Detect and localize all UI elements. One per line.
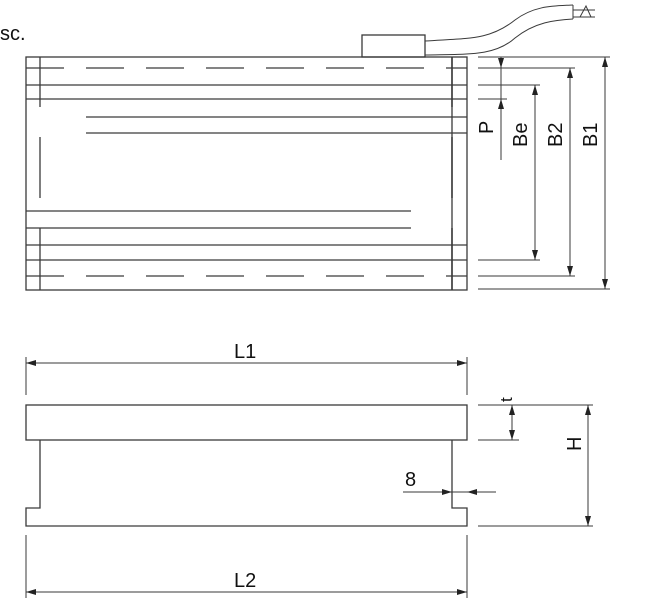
dimension-label-be: Be xyxy=(510,123,532,147)
top-view: P Be B2 B1 xyxy=(25,4,610,291)
dimension-label-l2: L2 xyxy=(234,570,256,592)
dimension-t: t xyxy=(478,397,519,441)
extension-lines xyxy=(478,56,610,290)
dimension-l2: L2 xyxy=(25,535,468,598)
cable xyxy=(424,4,595,56)
dimension-label-p: P xyxy=(476,121,498,134)
dimension-label-l1: L1 xyxy=(234,341,256,363)
dimension-label-t: t xyxy=(497,397,516,402)
dimension-be: Be xyxy=(510,85,538,260)
plate-outline xyxy=(25,56,468,291)
dimension-label-h: H xyxy=(564,437,586,451)
side-view: L1 t H 8 L2 xyxy=(25,341,593,598)
profile xyxy=(25,404,468,527)
dimension-label-offset: 8 xyxy=(405,469,416,491)
dimension-label-b1: B1 xyxy=(580,123,602,147)
dimension-l1: L1 xyxy=(25,341,468,395)
header-fragment-text: sc. xyxy=(0,23,26,45)
dimension-b2: B2 xyxy=(545,68,573,276)
dimension-h: H xyxy=(478,404,593,527)
dimension-offset: 8 xyxy=(403,469,496,495)
dimension-p: P xyxy=(476,57,504,160)
dimension-label-b2: B2 xyxy=(545,123,567,147)
connector-box xyxy=(361,34,426,58)
dimension-b1: B1 xyxy=(580,57,608,289)
